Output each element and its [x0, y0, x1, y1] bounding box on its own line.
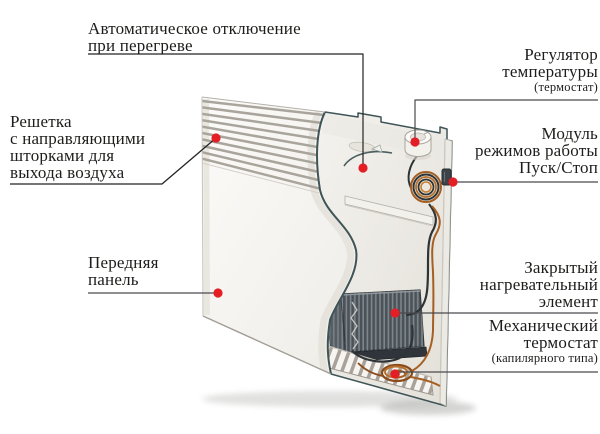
callout-dot-mode-module [448, 177, 458, 187]
callout-dot-temp-regulator [410, 137, 420, 147]
capillary-loop-bundle [410, 171, 442, 203]
front-panel-outline [201, 96, 358, 375]
label-temp-regulator: Регулятор температуры (термостат) [502, 46, 598, 94]
label-line: Регулятор [524, 45, 598, 64]
label-note: (капилярного типа) [491, 351, 598, 365]
callout-dot-heating-element [390, 308, 400, 318]
label-line: Механический [488, 316, 598, 335]
capillary-tube [411, 205, 441, 372]
label-line: с направляющими [10, 129, 146, 148]
label-line: термостат [523, 333, 598, 352]
label-mode-module: Модуль режимов работы Пуск/Стоп [475, 125, 598, 176]
callout-dot-front-panel [213, 288, 223, 298]
power-wire [405, 203, 437, 317]
element-wire-loop [351, 324, 414, 363]
wiring [351, 155, 442, 387]
label-line: Закрытый [524, 258, 598, 277]
deflector-ledge [344, 195, 434, 227]
label-line: Автоматическое отключение [88, 19, 301, 38]
label-line: Решетка [10, 112, 72, 131]
label-line: Пуск/Стоп [518, 158, 598, 177]
label-grille: Решетка с направляющими шторками для вых… [10, 113, 145, 181]
label-line: Модуль [541, 124, 598, 143]
label-line: температуры [502, 62, 598, 81]
label-heating-element: Закрытый нагревательный элемент [480, 259, 598, 310]
front-panel-shape [202, 97, 357, 374]
leader-grille [10, 137, 217, 185]
label-line: Передняя [88, 253, 159, 272]
label-line: шторками для [10, 146, 115, 165]
callout-dot-grille [211, 133, 221, 143]
thermal-cutoff-clip [371, 144, 383, 153]
label-line: панель [88, 270, 139, 289]
label-line: нагревательный [479, 275, 598, 294]
label-auto-shutoff: Автоматическое отключение при перегреве [88, 20, 301, 54]
callout-dot-mech-thermostat [390, 369, 400, 379]
label-line: выхода воздуха [10, 163, 125, 182]
label-line: режимов работы [474, 141, 598, 160]
leader-auto-shutoff [88, 53, 364, 168]
label-line: при перегреве [88, 36, 193, 55]
label-line: элемент [538, 292, 598, 311]
label-note: (термостат) [534, 80, 598, 94]
grille-band-bottom [201, 162, 320, 194]
label-front-panel: Передняя панель [88, 254, 159, 288]
drop-shadow [202, 391, 476, 415]
label-mech-thermostat: Механический термостат (капилярного типа… [489, 317, 598, 365]
leader-temp-regulator [414, 99, 598, 142]
outlet-grille-slats [202, 99, 325, 191]
callout-dot-auto-shutoff [358, 163, 368, 173]
